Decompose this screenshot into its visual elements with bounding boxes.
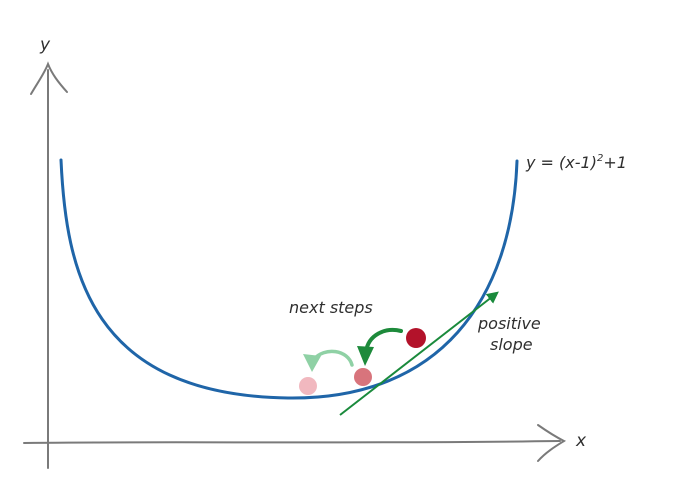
x-axis: x bbox=[23, 424, 587, 462]
ball-later-step bbox=[299, 377, 317, 395]
y-axis-label: y bbox=[39, 35, 51, 55]
ball-next-step bbox=[354, 368, 372, 386]
equation-exponent: 2 bbox=[597, 153, 603, 164]
y-axis-line bbox=[46, 69, 50, 469]
slope-label: slope bbox=[490, 335, 533, 354]
y-axis-arrowhead bbox=[30, 61, 68, 95]
parabola-curve bbox=[59, 158, 519, 400]
equation-prefix: y = (x-1) bbox=[525, 153, 597, 172]
y-axis: y bbox=[30, 35, 68, 469]
equation-suffix: +1 bbox=[603, 153, 627, 172]
ball-current-position bbox=[406, 328, 426, 348]
x-axis-line bbox=[23, 440, 561, 444]
next-step-arrowhead bbox=[357, 346, 374, 366]
positive-label: positive bbox=[477, 314, 541, 333]
later-step-arrowhead bbox=[303, 354, 321, 372]
next-steps-label: next steps bbox=[289, 298, 373, 317]
tangent-slope-arrow bbox=[339, 291, 499, 416]
x-axis-arrowhead bbox=[537, 424, 567, 462]
x-axis-label: x bbox=[575, 431, 587, 451]
curve-equation: y = (x-1)2+1 bbox=[525, 153, 627, 172]
